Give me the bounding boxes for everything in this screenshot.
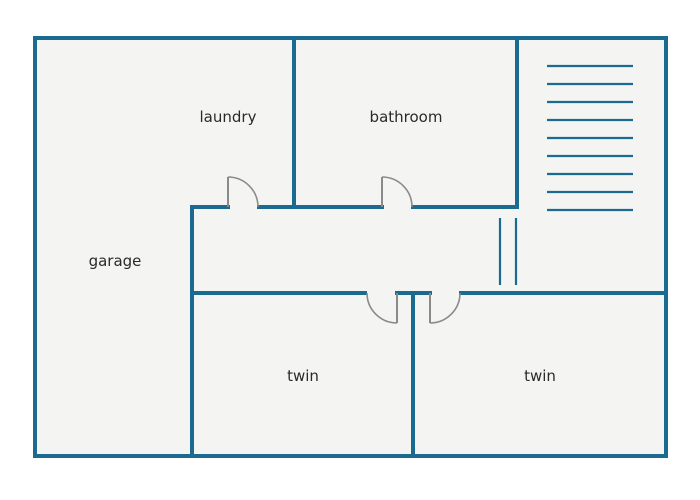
outer-wall [33, 36, 668, 458]
room-label-bathroom: bathroom [370, 108, 443, 126]
room-label-twin-left: twin [287, 367, 319, 385]
door-twin-left[interactable] [366, 292, 398, 324]
door-twin-right[interactable] [429, 292, 461, 324]
door-laundry[interactable] [227, 176, 259, 208]
room-label-garage: garage [89, 252, 142, 270]
staircase [547, 64, 633, 212]
door-bathroom[interactable] [381, 176, 413, 208]
room-label-laundry: laundry [200, 108, 257, 126]
floor-area [35, 38, 666, 456]
room-label-twin-right: twin [524, 367, 556, 385]
